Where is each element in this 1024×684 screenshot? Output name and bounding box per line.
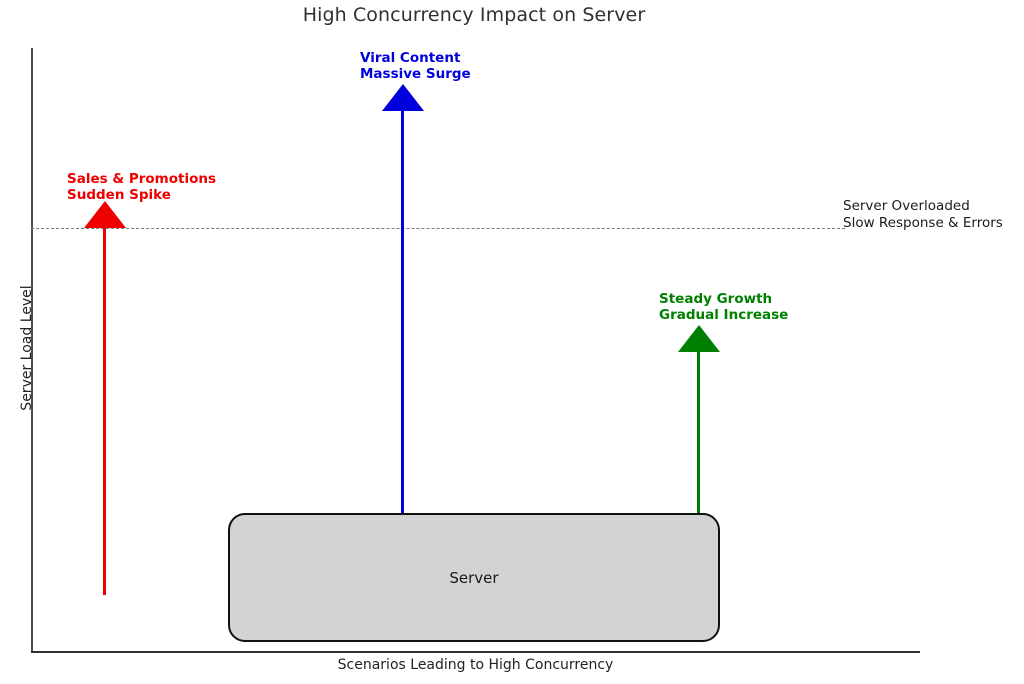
y-axis-spine bbox=[31, 48, 33, 652]
sales-label-line1: Sales & Promotions bbox=[67, 171, 216, 187]
x-axis-label: Scenarios Leading to High Concurrency bbox=[337, 657, 614, 673]
steady-label: Steady Growth Gradual Increase bbox=[659, 291, 788, 323]
steady-arrow-shaft bbox=[697, 350, 700, 514]
steady-label-line2: Gradual Increase bbox=[659, 307, 789, 323]
sales-arrow-head-icon bbox=[84, 201, 126, 228]
sales-label-line2: Sudden Spike bbox=[67, 187, 171, 203]
threshold-annotation-line1: Server Overloaded bbox=[843, 198, 970, 214]
threshold-annotation: Server Overloaded Slow Response & Errors bbox=[843, 198, 1024, 232]
page-title: High Concurrency Impact on Server bbox=[302, 4, 646, 26]
viral-label-line1: Viral Content bbox=[360, 50, 461, 66]
steady-arrow-head-icon bbox=[678, 325, 720, 352]
viral-label-line2: Massive Surge bbox=[360, 66, 471, 82]
server-box: Server bbox=[228, 513, 720, 642]
viral-label: Viral Content Massive Surge bbox=[360, 50, 471, 82]
y-axis-label: Server Load Level bbox=[19, 285, 35, 411]
x-axis-spine bbox=[31, 651, 920, 653]
viral-arrow-head-icon bbox=[382, 84, 424, 111]
steady-label-line1: Steady Growth bbox=[659, 291, 773, 307]
sales-label: Sales & Promotions Sudden Spike bbox=[67, 171, 216, 203]
threshold-annotation-line2: Slow Response & Errors bbox=[843, 215, 1003, 231]
viral-arrow-shaft bbox=[401, 108, 404, 514]
server-box-label: Server bbox=[449, 568, 499, 587]
sales-arrow-shaft bbox=[103, 226, 106, 595]
threshold-dashed-line bbox=[31, 228, 845, 229]
